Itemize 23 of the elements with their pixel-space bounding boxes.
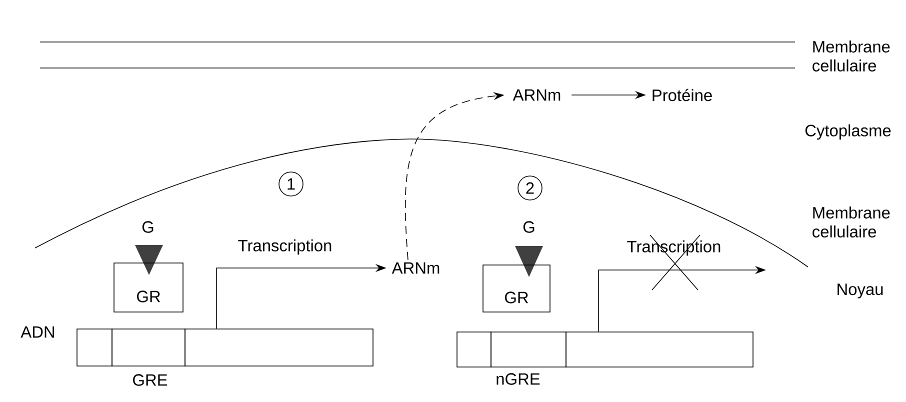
label-text: Protéine [652, 88, 712, 102]
membrane-label: Membrane cellulaire [812, 40, 890, 72]
receptor-box: GR [482, 264, 550, 312]
dna-segment [184, 328, 374, 366]
dna-segment [490, 332, 566, 368]
label-text: ARNm [392, 262, 440, 274]
segment-label: GRE [133, 374, 168, 386]
callout-number: 1 [278, 172, 304, 196]
ligand-label: G [523, 221, 534, 233]
dna-label: ADN [20, 326, 54, 338]
dna-segment [456, 332, 492, 368]
ligand-label: G [142, 221, 154, 233]
dna-segment [112, 328, 186, 366]
edge-label: Transcription [236, 238, 334, 256]
dna-segment [566, 332, 754, 368]
dna-segment [76, 328, 112, 366]
segment-label: nGRE [496, 373, 540, 385]
receptor-box: GR [114, 262, 184, 312]
membrane-label: Membrane cellulaire [812, 206, 890, 238]
region-label: Cytoplasme [805, 124, 891, 140]
label-text: ARNm [512, 89, 560, 101]
callout-number: 2 [518, 176, 542, 200]
region-label: Noyau [838, 284, 883, 298]
